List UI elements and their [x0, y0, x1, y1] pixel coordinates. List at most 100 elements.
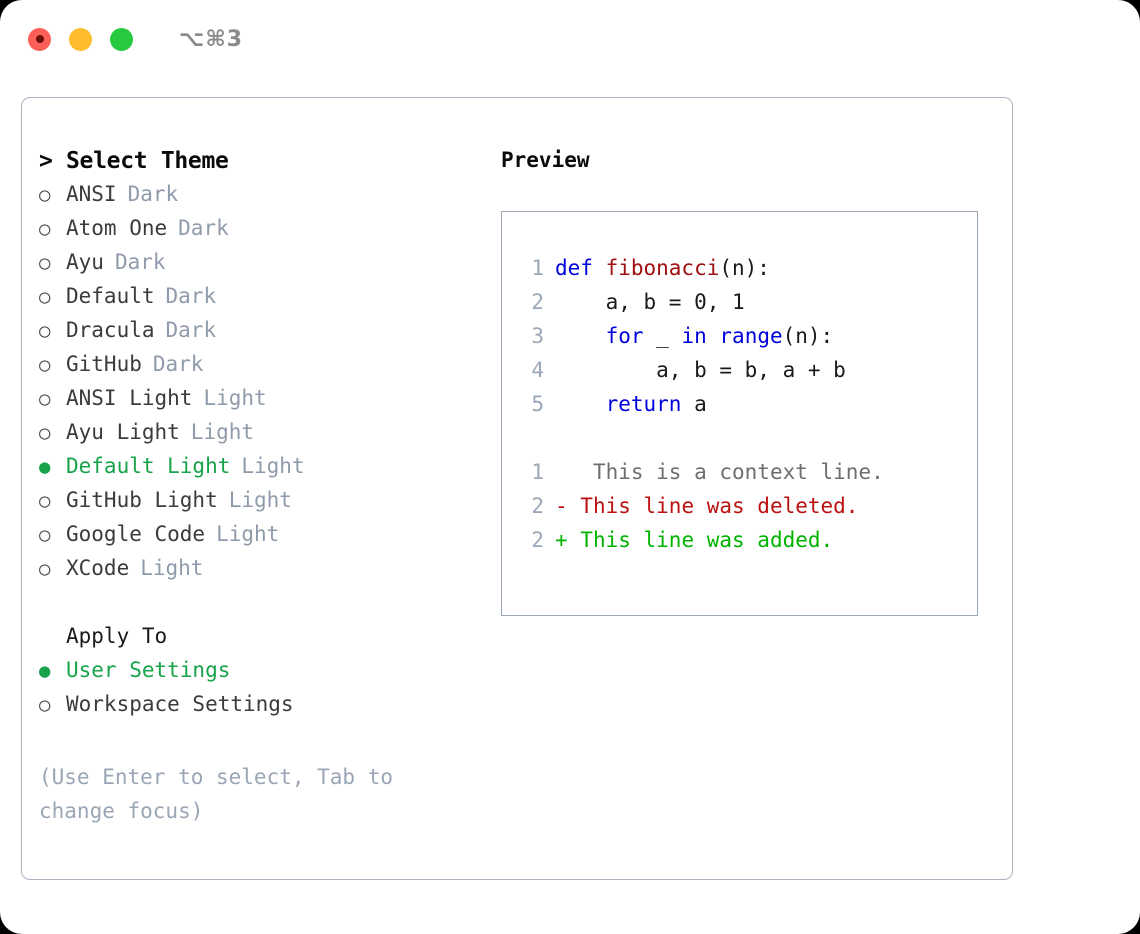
- apply-to-option-label: User Settings: [66, 658, 231, 682]
- minimize-button[interactable]: [69, 27, 92, 51]
- list-spacer: [39, 590, 499, 624]
- radio-unselected-icon: ○: [39, 184, 51, 206]
- code-line: 3 for _ in range(n):: [518, 324, 977, 358]
- theme-option-ansi[interactable]: ○ ANSI Dark: [39, 182, 499, 216]
- theme-option-tag: Light: [216, 522, 280, 546]
- code-diff-separator: [518, 426, 977, 460]
- theme-option-label: Default Light: [66, 454, 231, 478]
- code-token-plain: [707, 324, 720, 348]
- radio-selected-icon: ●: [39, 456, 51, 478]
- theme-option-label: GitHub Light: [66, 488, 218, 512]
- theme-option-tag: Light: [140, 556, 204, 580]
- theme-option-tag: Light: [228, 488, 292, 512]
- diff-line-text: This is a context line.: [567, 460, 884, 484]
- apply-to-option-workspace-settings[interactable]: ○Workspace Settings: [39, 692, 499, 726]
- theme-option-github-light[interactable]: ○ GitHub Light Light: [39, 488, 499, 522]
- theme-option-ayu[interactable]: ○ Ayu Dark: [39, 250, 499, 284]
- code-token-plain: a: [681, 392, 707, 416]
- radio-unselected-icon: ○: [39, 354, 51, 376]
- theme-option-tag: Light: [190, 420, 255, 444]
- theme-picker-title: > Select Theme: [39, 148, 499, 182]
- radio-unselected-icon: ○: [39, 388, 51, 410]
- radio-unselected-icon: ○: [39, 218, 51, 240]
- diff-line-del: 2- This line was deleted.: [518, 494, 977, 528]
- diff-marker: +: [555, 528, 568, 552]
- theme-option-tag: Dark: [127, 182, 179, 206]
- preview-title: Preview: [501, 148, 590, 172]
- diff-line-ctx: 1 This is a context line.: [518, 460, 977, 494]
- code-token-kw: in: [681, 324, 707, 348]
- code-line-number: 1: [531, 256, 544, 280]
- code-token-kw: range: [719, 324, 783, 348]
- traffic-light-group: [28, 27, 133, 51]
- diff-sample: 1 This is a context line.2- This line wa…: [518, 460, 977, 562]
- keyboard-shortcut-label: ⌥⌘3: [179, 26, 244, 52]
- code-line: 4 a, b = b, a + b: [518, 358, 977, 392]
- keyboard-hint: (Use Enter to select, Tab to change focu…: [39, 765, 394, 823]
- diff-line-add: 2 + This line was added.: [518, 528, 977, 562]
- theme-option-label: Dracula: [66, 318, 155, 342]
- radio-selected-icon: ●: [39, 660, 51, 682]
- theme-option-tag: Light: [241, 454, 305, 478]
- title-bar: ⌥⌘3: [0, 0, 1140, 78]
- theme-option-github[interactable]: ○ GitHub Dark: [39, 352, 499, 386]
- theme-option-label: Ayu Light: [66, 420, 180, 444]
- code-line-number: 4: [531, 358, 544, 382]
- code-token-fn: fibonacci: [605, 256, 720, 280]
- code-line-text: return a: [555, 392, 707, 416]
- code-token-plain: _: [643, 324, 682, 348]
- maximize-button[interactable]: [110, 27, 133, 51]
- theme-option-tag: Dark: [114, 250, 166, 274]
- radio-unselected-icon: ○: [39, 558, 51, 580]
- theme-option-xcode[interactable]: ○ XCode Light: [39, 556, 499, 590]
- diff-line-number: 2: [531, 528, 544, 552]
- radio-unselected-icon: ○: [39, 524, 51, 546]
- theme-option-label: ANSI: [66, 182, 117, 206]
- code-line: 5 return a: [518, 392, 977, 426]
- theme-option-tag: Dark: [178, 216, 229, 240]
- radio-unselected-icon: ○: [39, 320, 51, 342]
- prompt-caret-icon: >: [39, 148, 53, 174]
- theme-picker-title-label: Select Theme: [66, 148, 229, 174]
- theme-option-dracula[interactable]: ○ Dracula Dark: [39, 318, 499, 352]
- radio-unselected-icon: ○: [39, 422, 51, 444]
- code-token-kw: def: [555, 256, 606, 280]
- theme-option-tag: Dark: [165, 318, 217, 342]
- code-token-plain: [555, 324, 606, 348]
- code-token-plain: a, b = b, a + b: [555, 358, 846, 382]
- apply-to-option-label: Workspace Settings: [66, 692, 294, 716]
- theme-option-tag: Dark: [152, 352, 204, 376]
- code-token-plain: (n):: [719, 256, 770, 280]
- code-line-number: 2: [531, 290, 544, 314]
- radio-unselected-icon: ○: [39, 490, 51, 512]
- theme-option-label: Ayu: [66, 250, 104, 274]
- code-line-text: for _ in range(n):: [555, 324, 834, 348]
- diff-line-text: This line was added.: [567, 528, 834, 552]
- code-line-number: 5: [531, 392, 544, 416]
- theme-option-ayu-light[interactable]: ○ Ayu Light Light: [39, 420, 499, 454]
- apply-to-title: Apply To: [66, 624, 168, 648]
- code-token-plain: [555, 392, 606, 416]
- theme-option-label: XCode: [66, 556, 130, 580]
- radio-unselected-icon: ○: [39, 286, 51, 308]
- diff-line-text: This line was deleted.: [567, 494, 859, 518]
- theme-option-default-light[interactable]: ● Default Light Light: [39, 454, 499, 488]
- close-button[interactable]: [28, 27, 51, 51]
- apply-to-option-user-settings[interactable]: ● User Settings: [39, 658, 499, 692]
- theme-option-label: GitHub: [66, 352, 142, 376]
- code-token-kw: return: [605, 392, 682, 416]
- code-line-text: a, b = b, a + b: [555, 358, 846, 382]
- code-line: 1 def fibonacci(n):: [518, 256, 977, 290]
- theme-option-label: ANSI Light: [66, 386, 193, 410]
- code-line-text: def fibonacci(n):: [555, 256, 770, 280]
- radio-unselected-icon: ○: [39, 252, 51, 274]
